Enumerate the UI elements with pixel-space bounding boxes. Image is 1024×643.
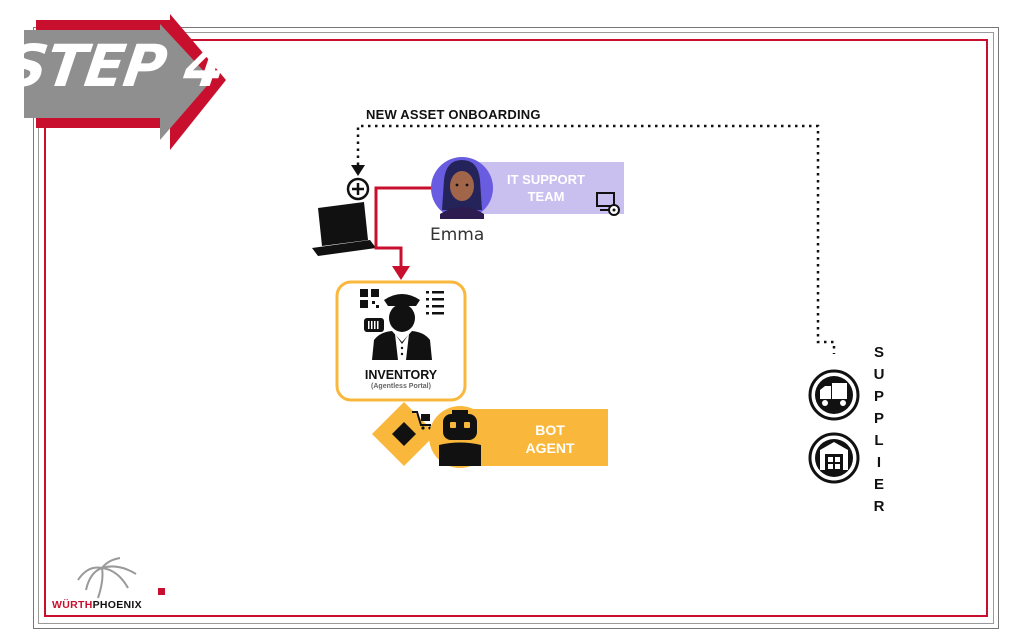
- logo-text-part2: PHOENIX: [92, 599, 142, 611]
- laptop-icon: [312, 202, 376, 256]
- bot-agent-label-line1: BOT: [535, 422, 565, 438]
- step-arrow-banner: [24, 14, 226, 150]
- outer-frame: [33, 27, 999, 629]
- supplier-letter: E: [873, 476, 884, 493]
- inventory-sublabel: (Agentless Portal): [371, 383, 431, 390]
- inner-red-frame: [44, 39, 988, 617]
- logo-badge-icon: [158, 588, 165, 595]
- add-circle-icon: [346, 177, 370, 201]
- avatar: [431, 157, 493, 219]
- supplier-letter: I: [876, 454, 882, 471]
- bot-agent-banner: [468, 409, 608, 466]
- supplier-label: S U P P L I E R: [864, 342, 894, 518]
- qr-code-icon: [360, 289, 379, 308]
- bot-agent-label: BOT AGENT: [490, 421, 610, 457]
- step-label: STEP 4: [1, 32, 229, 100]
- supplier-letter: R: [873, 498, 885, 515]
- delivery-truck-icon: [808, 369, 860, 421]
- supplier-letter: U: [873, 366, 885, 383]
- supplier-letter: P: [873, 388, 884, 405]
- supplier-letter: P: [873, 410, 884, 427]
- red-arrow-icon: [392, 266, 410, 280]
- diamond-core-icon: [392, 422, 416, 446]
- logo-text-part1: WÜRTH: [52, 599, 93, 611]
- company-logo-text: WÜRTHPHOENIX: [52, 599, 142, 611]
- it-support-label: IT SUPPORT TEAM: [486, 171, 606, 205]
- it-support-label-line1: IT SUPPORT: [506, 172, 585, 187]
- middle-frame: [38, 32, 994, 624]
- robot-icon: [439, 410, 481, 466]
- monitor-gear-icon: [596, 192, 620, 216]
- red-flow-line: [374, 186, 432, 272]
- onboarding-label: NEW ASSET ONBOARDING: [366, 107, 541, 122]
- bot-agent-label-line2: AGENT: [525, 440, 575, 456]
- wurth-phoenix-logo-mark: [77, 557, 137, 599]
- person-name: Emma: [430, 225, 485, 245]
- it-support-label-line2: TEAM: [527, 189, 565, 204]
- supplier-letter: L: [874, 432, 884, 449]
- warehouse-icon: [808, 432, 860, 484]
- numbered-list-icon: [426, 291, 444, 315]
- arrow-down-icon: [351, 165, 365, 176]
- barcode-icon: [364, 318, 384, 332]
- supplier-letter: S: [873, 344, 884, 361]
- inventory-worker-icon: [372, 294, 432, 360]
- inventory-label: INVENTORY: [364, 368, 438, 382]
